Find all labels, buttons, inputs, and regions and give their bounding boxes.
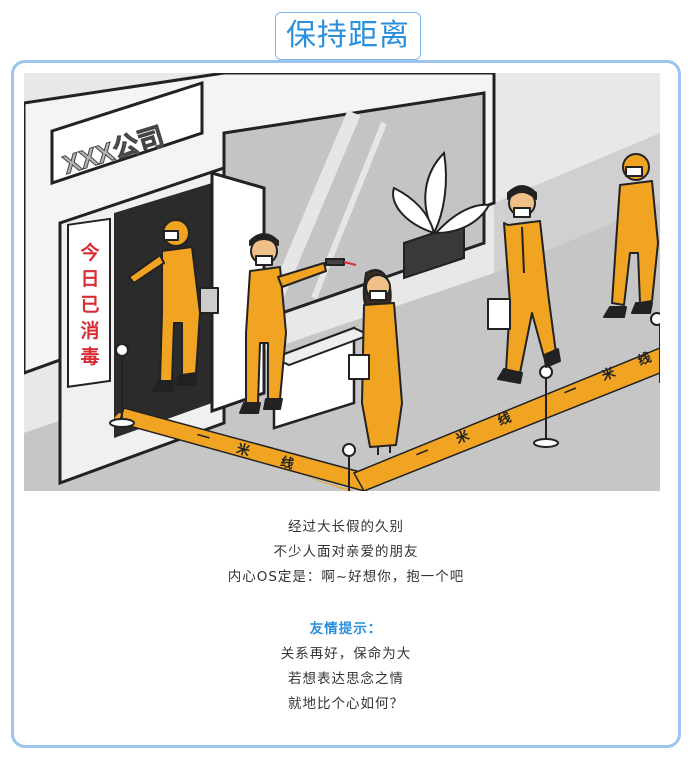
person-at-door (128, 219, 219, 392)
tip-line: 若想表达思念之情 (288, 671, 404, 687)
social-distancing-illustration: XXX公司 今 日 已 消 毒 (24, 73, 660, 491)
stanchion-top (115, 343, 129, 357)
title-wrap: 保持距离 (0, 12, 696, 60)
tip-line: 就地比个心如何？ (288, 696, 404, 712)
tape-char: 米 (235, 441, 253, 460)
person-businessman (487, 185, 561, 384)
person-woman (348, 269, 403, 455)
tape-line-left (118, 407, 365, 491)
sanitized-char: 今 (79, 241, 99, 264)
stanchion-top (650, 312, 660, 326)
page-title: 保持距离 (275, 12, 421, 60)
sanitized-char: 已 (80, 294, 99, 316)
tip-title: 友情提示： (309, 621, 383, 637)
body-line: 内心OS定是：啊~好想你，抱一个吧 (227, 569, 465, 585)
tape-char: 线 (495, 409, 513, 429)
tape-char: 一 (414, 444, 432, 463)
tip-line: 关系再好，保命为大 (280, 646, 412, 662)
tape-char: 线 (279, 454, 296, 473)
sanitized-char: 消 (80, 319, 99, 342)
content-card: XXX公司 今 日 已 消 毒 (11, 60, 681, 748)
plant-leaf (433, 203, 491, 235)
sanitized-char: 毒 (80, 345, 99, 368)
body-line: 不少人面对亲爱的朋友 (273, 544, 419, 560)
tape-char: 一 (195, 429, 212, 447)
company-sign-board (50, 80, 204, 186)
body-line: 经过大长假的久别 (288, 519, 404, 535)
plant-leaf (392, 186, 436, 235)
person-temperature-checker (239, 233, 357, 414)
stanchion-top (342, 443, 356, 457)
tape-char: 一 (562, 382, 580, 401)
person-far-right (603, 153, 659, 318)
message-text: 经过大长假的久别 不少人面对亲爱的朋友 内心OS定是：啊~好想你，抱一个吧 友情… (14, 515, 678, 717)
window-reflection (267, 110, 361, 306)
stanchion-base (109, 418, 135, 428)
stanchion-base (533, 438, 559, 448)
tape-line-right (352, 347, 660, 491)
plant-leaf (424, 150, 447, 236)
illustration: XXX公司 今 日 已 消 毒 (24, 73, 660, 491)
sanitized-char: 日 (80, 268, 99, 290)
sanitized-sign (67, 217, 111, 388)
tape-char: 线 (635, 349, 653, 369)
